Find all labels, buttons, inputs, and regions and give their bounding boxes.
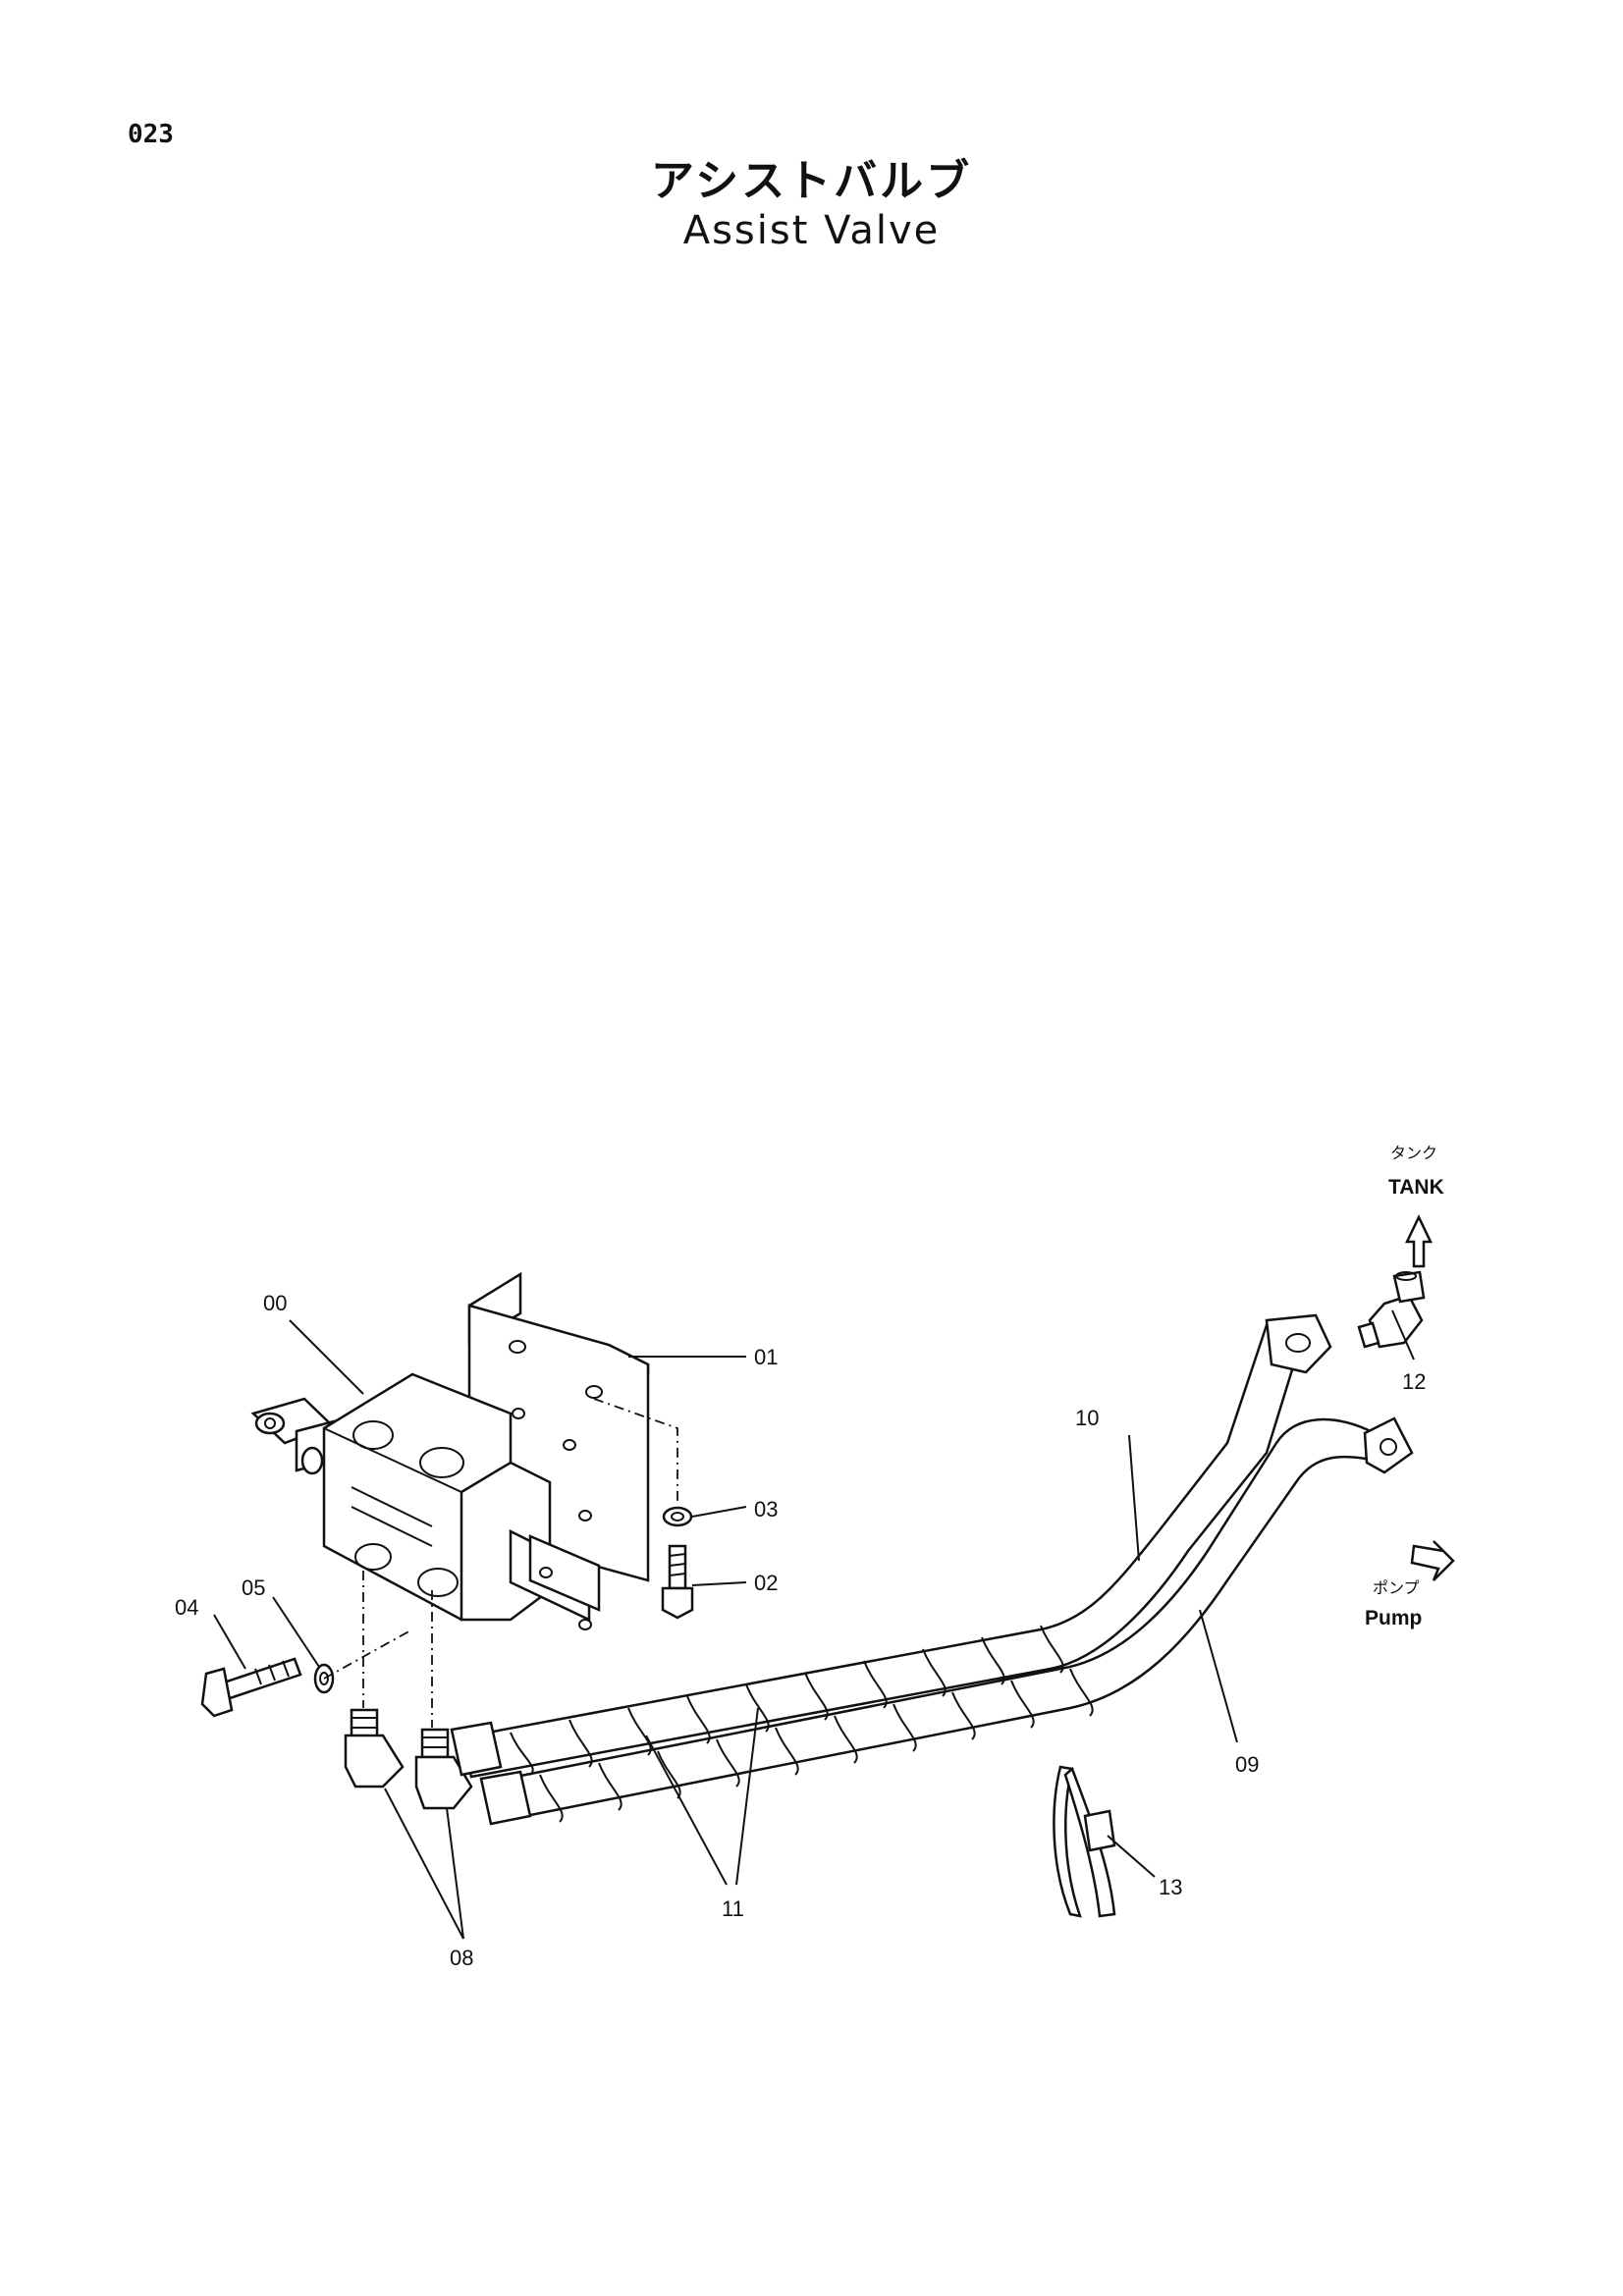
bolt-part: [593, 1398, 694, 1620]
clamp-band-part: [1053, 1765, 1116, 1918]
callout-09: 09: [1235, 1752, 1259, 1777]
page-number: 023: [128, 120, 174, 149]
tank-label-japanese: タンク: [1390, 1144, 1437, 1162]
tank-label: TANK: [1388, 1176, 1444, 1199]
elbow-fitting-part: [344, 1571, 473, 1810]
pump-arrow-icon: [1410, 1540, 1455, 1581]
pump-label: Pump: [1365, 1607, 1422, 1629]
pump-label-japanese: ポンプ: [1373, 1578, 1420, 1597]
callout-04: 04: [175, 1595, 198, 1620]
callout-05: 05: [242, 1575, 265, 1600]
callout-10: 10: [1075, 1406, 1099, 1430]
hose-part: [450, 1313, 1414, 1826]
tank-arrow-icon: [1405, 1214, 1433, 1268]
page-title-japanese: アシストバルブ: [650, 156, 973, 206]
page-title-english: Assist Valve: [682, 208, 941, 253]
callout-00: 00: [263, 1291, 287, 1315]
callout-02: 02: [754, 1571, 778, 1595]
callout-11: 11: [722, 1896, 744, 1921]
callout-03: 03: [754, 1497, 778, 1522]
callout-08: 08: [450, 1946, 473, 1970]
long-bolt-part: [200, 1629, 413, 1718]
assist-valve-body-part: [250, 1372, 601, 1630]
callout-labels: 00 01 02 03 04 05 08 09 10 11 12 13: [175, 1291, 1426, 1970]
callout-01: 01: [754, 1345, 778, 1369]
elbow-connector-part: [1357, 1270, 1426, 1349]
callout-12: 12: [1402, 1369, 1426, 1394]
port-labels: タンク TANK ポンプ Pump: [1365, 1144, 1444, 1629]
leader-lines: [213, 1309, 1415, 1940]
callout-13: 13: [1159, 1875, 1182, 1899]
